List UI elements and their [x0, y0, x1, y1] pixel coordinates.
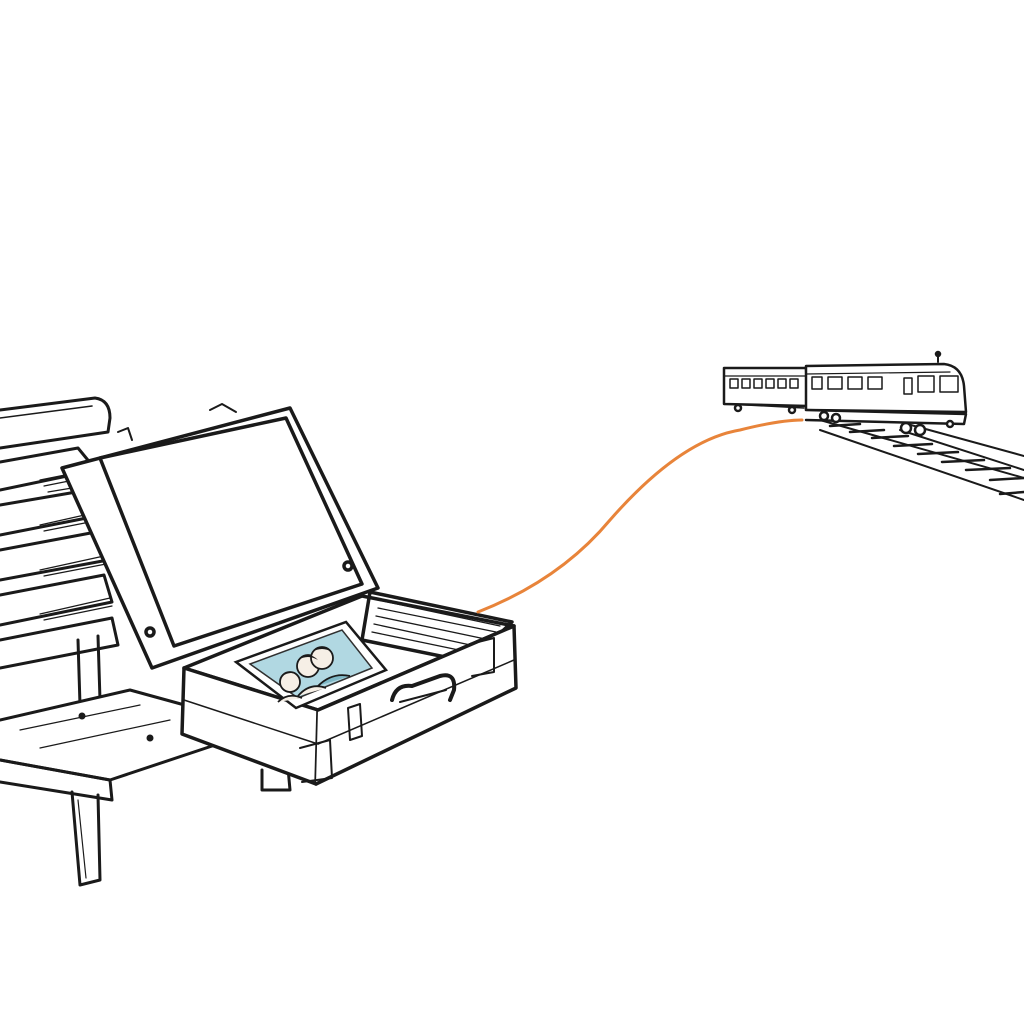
railway-tracks	[819, 419, 1024, 501]
departing-train	[722, 350, 968, 437]
suitcase-lid	[60, 403, 380, 670]
family-photo	[233, 620, 389, 710]
orange-thread	[476, 418, 804, 614]
wooden-bench	[0, 396, 292, 887]
open-suitcase	[180, 590, 518, 786]
